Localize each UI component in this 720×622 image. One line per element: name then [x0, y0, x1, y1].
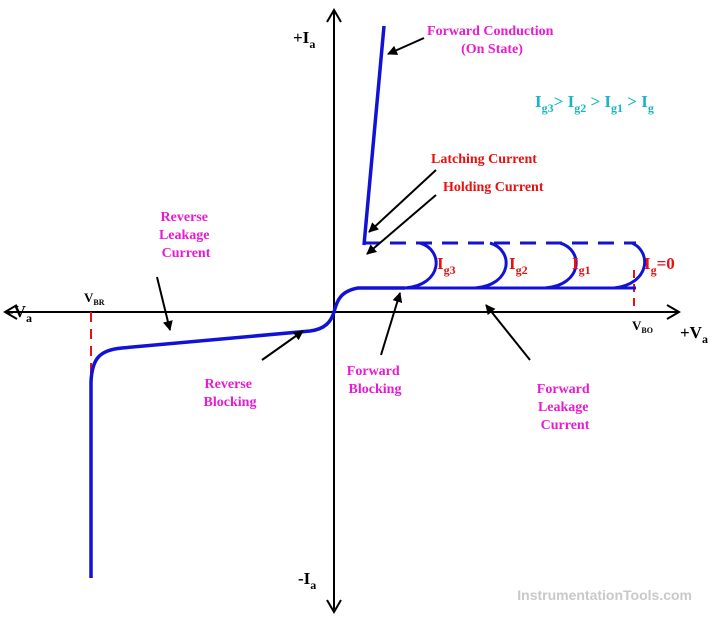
ig2-curve	[474, 241, 508, 290]
forward-conduction-curve	[362, 25, 386, 246]
watermark: InstrumentationTools.com	[517, 587, 692, 603]
holding-current-label: Holding Current	[443, 180, 544, 195]
reverse-leakage-label: Reverse Leakage Current	[159, 210, 213, 261]
arrow-holding	[366, 194, 437, 255]
vi-curve	[89, 286, 405, 578]
minus-ia-label: -Ia	[298, 569, 316, 592]
vbr-label: VBR	[84, 290, 105, 307]
arrow-reverse-blocking	[261, 330, 304, 361]
ig3-curve	[404, 241, 438, 290]
gate-current-relation: Ig3> Ig2 > Ig1 > Ig	[535, 92, 654, 115]
plus-va-label: +Va	[680, 323, 708, 346]
horizontal-axis-arrow-right	[666, 304, 681, 320]
arrow-forward-leakage	[485, 304, 531, 361]
ig0-curve	[613, 241, 647, 290]
ig1-curve	[544, 241, 578, 290]
forward-leakage-label: Forward Leakage Current	[537, 382, 593, 433]
ig0-label: Ig=0	[644, 254, 675, 277]
latching-current-label: Latching Current	[431, 152, 537, 167]
ig1-label: Ig1	[572, 254, 591, 277]
arrow-latching	[368, 169, 437, 233]
reverse-blocking-label: Reverse Blocking	[204, 377, 257, 410]
ig2-label: Ig2	[509, 254, 528, 277]
forward-conduction-label: Forward Conduction (On State)	[427, 24, 557, 57]
arrow-forward-blocking	[380, 292, 403, 356]
arrow-forward-conduction	[387, 37, 425, 55]
horizontal-axis-arrow-left	[3, 304, 18, 320]
forward-blocking-label: Forward Blocking	[347, 364, 403, 397]
ig3-label: Ig3	[437, 254, 456, 277]
minus-va-label: -Va	[8, 302, 32, 325]
vertical-axis-arrow-up	[326, 8, 342, 23]
vbo-label: VBO	[632, 318, 653, 335]
plus-ia-label: +Ia	[293, 28, 315, 51]
vertical-axis-arrow-down	[326, 599, 342, 614]
arrow-reverse-leakage	[156, 276, 173, 331]
